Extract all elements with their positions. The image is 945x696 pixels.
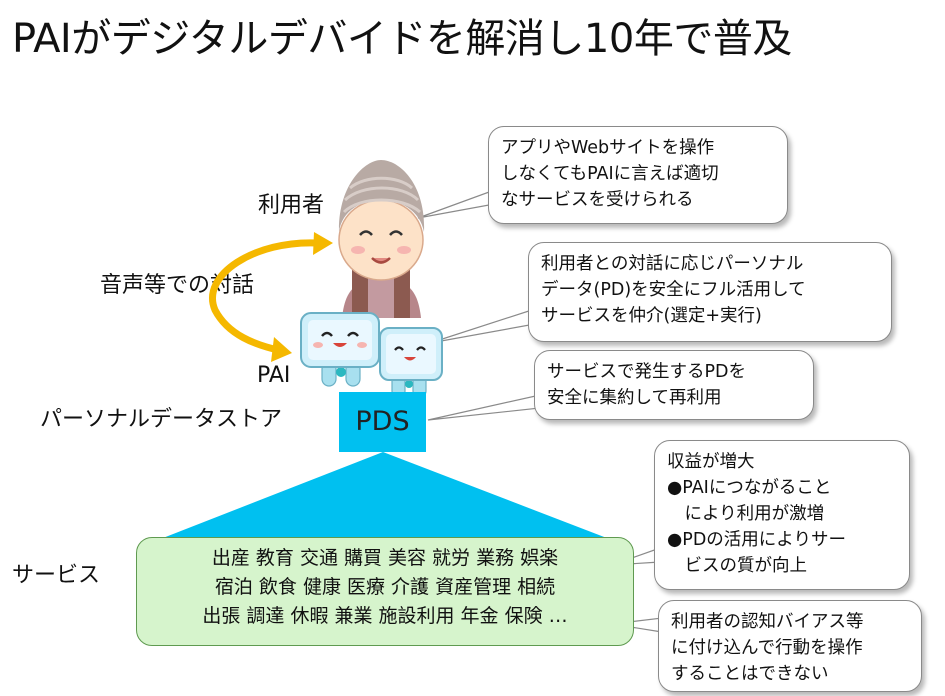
bubble-text: 利用者との対話に応じパーソナル [541, 254, 804, 274]
bubble-text: ●PDの活用によりサー [667, 530, 846, 550]
revenue-bubble: 収益が増大 ●PAIにつながること により利用が激増 ●PDの活用によりサー ビ… [654, 440, 910, 590]
bubble-text: ビスの質が向上 [667, 556, 807, 576]
bubble-text: により利用が激増 [667, 504, 825, 524]
bubble-text: ●PAIにつながること [667, 478, 832, 498]
bubble-text: なサービスを受けられる [501, 190, 694, 210]
bubble-text: に付け込んで行動を操作 [671, 638, 863, 658]
user-label: 利用者 [258, 193, 325, 218]
arrow-head-bottom [271, 337, 292, 362]
services-row: 出産 教育 交通 購買 美容 就労 業務 娯楽 [211, 547, 559, 569]
personal-data-store-label: パーソナルデータストア [40, 407, 283, 432]
bubble-text: 収益が増大 [667, 452, 755, 472]
bubble-text: 安全に集約して再利用 [547, 388, 722, 408]
pds-box: PDS [339, 392, 426, 452]
bubble-text: サービスで発生するPDを [547, 362, 747, 382]
page-title: PAIがデジタルデバイドを解消し10年で普及 [12, 16, 792, 62]
bias-bubble: 利用者の認知バイアス等 に付け込んで行動を操作 することはできない [658, 600, 922, 692]
dialog-bubble-pointer [429, 308, 536, 344]
grandmother-user-icon [338, 160, 425, 318]
services-row: 宿泊 飲食 健康 医療 介護 資産管理 相続 [214, 576, 556, 598]
dialog-arrow-icon [209, 239, 322, 355]
pds-to-service-triangle [145, 452, 625, 545]
bubble-text: することはできない [671, 664, 829, 684]
bubble-text: アプリやWebサイトを操作 [501, 138, 715, 158]
pai-robot-icon [300, 312, 380, 387]
bubble-text: サービスを仲介(選定+実行) [541, 306, 762, 326]
voice-dialog-label: 音声等での対話 [100, 273, 255, 298]
arrow-head-top [313, 232, 333, 255]
dialog-bubble: 利用者との対話に応じパーソナル データ(PD)を安全にフル活用して サービスを仲… [528, 242, 892, 342]
services-box: 出産 教育 交通 購買 美容 就労 業務 娯楽 宿泊 飲食 健康 医療 介護 資… [136, 537, 634, 646]
services-row: 出張 調達 休暇 兼業 施設利用 年金 保険 … [202, 605, 568, 627]
bubble-text: しなくてもPAIに言えば適切 [501, 164, 719, 184]
pai-label: PAI [257, 363, 291, 388]
bubble-text: 利用者の認知バイアス等 [671, 612, 864, 632]
bubble-text: データ(PD)を安全にフル活用して [541, 280, 806, 300]
service-label: サービス [12, 563, 101, 588]
pd-bubble-pointer [427, 394, 541, 421]
pai-robot-icon-2 [379, 327, 443, 398]
app-bubble: アプリやWebサイトを操作 しなくてもPAIに言えば適切 なサービスを受けられる [488, 126, 788, 224]
pd-bubble: サービスで発生するPDを 安全に集約して再利用 [534, 350, 814, 420]
